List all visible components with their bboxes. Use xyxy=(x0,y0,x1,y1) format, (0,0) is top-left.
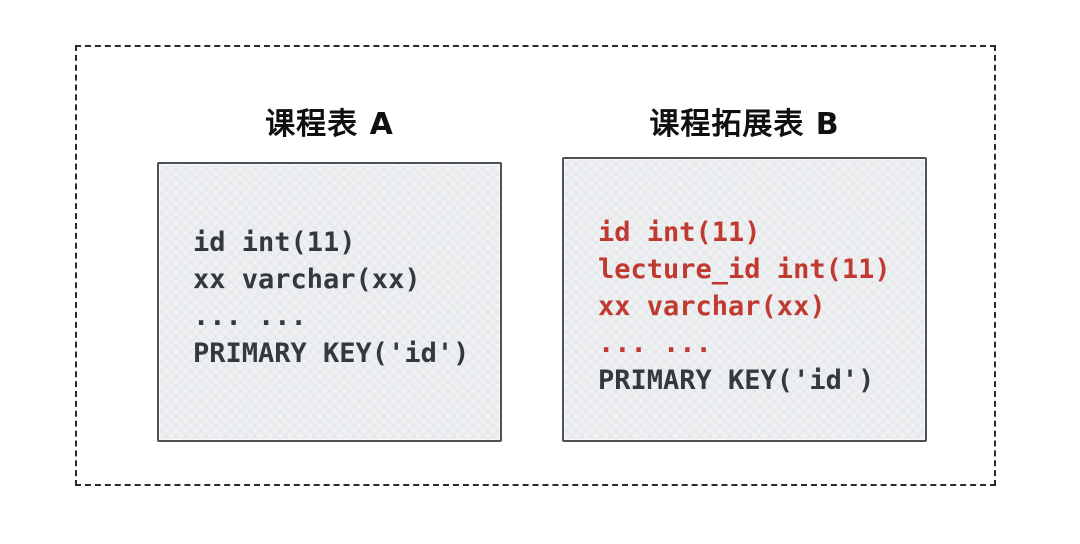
table-b-title: 课程拓展表 B xyxy=(649,107,840,142)
field-line: PRIMARY KEY('id') xyxy=(598,365,875,396)
table-a-box: id int(11) xx varchar(xx) ... ... PRIMAR… xyxy=(157,162,502,442)
table-b-box: id int(11) lecture_id int(11) xx varchar… xyxy=(562,157,927,442)
table-a-title: 课程表 A xyxy=(265,107,394,142)
field-line: xx varchar(xx) xyxy=(598,291,826,322)
field-line: xx varchar(xx) xyxy=(193,264,421,295)
field-line: ... ... xyxy=(193,301,307,332)
dashed-frame: 课程表 A 课程拓展表 B id int(11) xx varchar(xx) … xyxy=(75,45,996,486)
field-line: PRIMARY KEY('id') xyxy=(193,338,470,369)
field-line: lecture_id int(11) xyxy=(598,254,891,285)
field-line: id int(11) xyxy=(598,217,761,248)
field-line: id int(11) xyxy=(193,227,356,258)
field-line: ... ... xyxy=(598,328,712,359)
